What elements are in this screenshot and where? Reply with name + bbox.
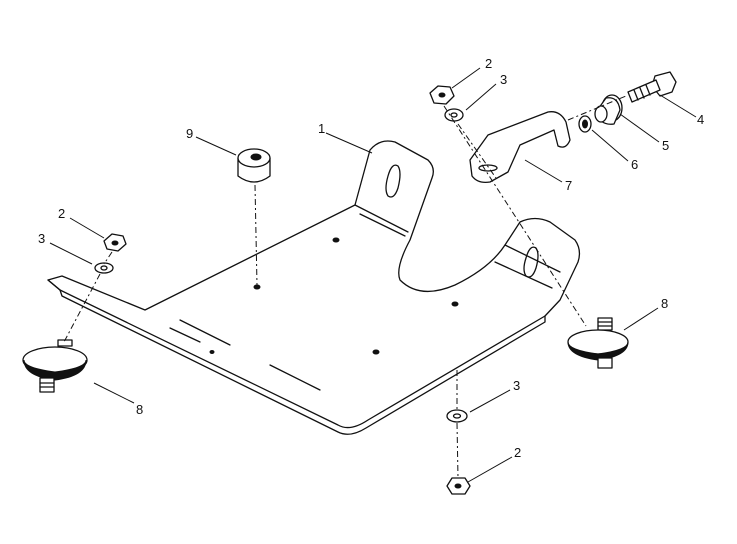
callout-6: 6 [631,157,638,172]
left-nut [103,233,127,252]
bushing [594,94,623,125]
bottom-nut [446,477,471,495]
right-rubber-mount [567,317,629,369]
callout-2-left: 2 [58,206,65,221]
small-washer [578,115,592,133]
bottom-washer [446,409,468,423]
callout-labels: 1 2 3 4 5 6 7 8 9 2 3 8 3 2 [38,56,704,460]
left-rubber-mount [22,339,88,393]
callout-3-top: 3 [500,72,507,87]
callout-7: 7 [565,178,572,193]
hex-bolt [627,71,677,103]
callout-1: 1 [318,121,325,136]
callout-8-right: 8 [661,296,668,311]
top-nut [429,85,455,105]
callout-3-bottom: 3 [513,378,520,393]
callout-2-bottom: 2 [514,445,521,460]
leader-lines [49,67,697,483]
bracket [469,111,571,184]
callout-9: 9 [186,126,193,141]
left-washer [94,262,114,274]
center-lines [63,95,627,479]
mounting-plate [47,140,581,435]
callout-2-top: 2 [485,56,492,71]
callout-5: 5 [662,138,669,153]
rubber-spacer [237,148,271,183]
callout-8-left: 8 [136,402,143,417]
callout-3-left: 3 [38,231,45,246]
callout-4: 4 [697,112,704,127]
top-washer [444,108,464,122]
